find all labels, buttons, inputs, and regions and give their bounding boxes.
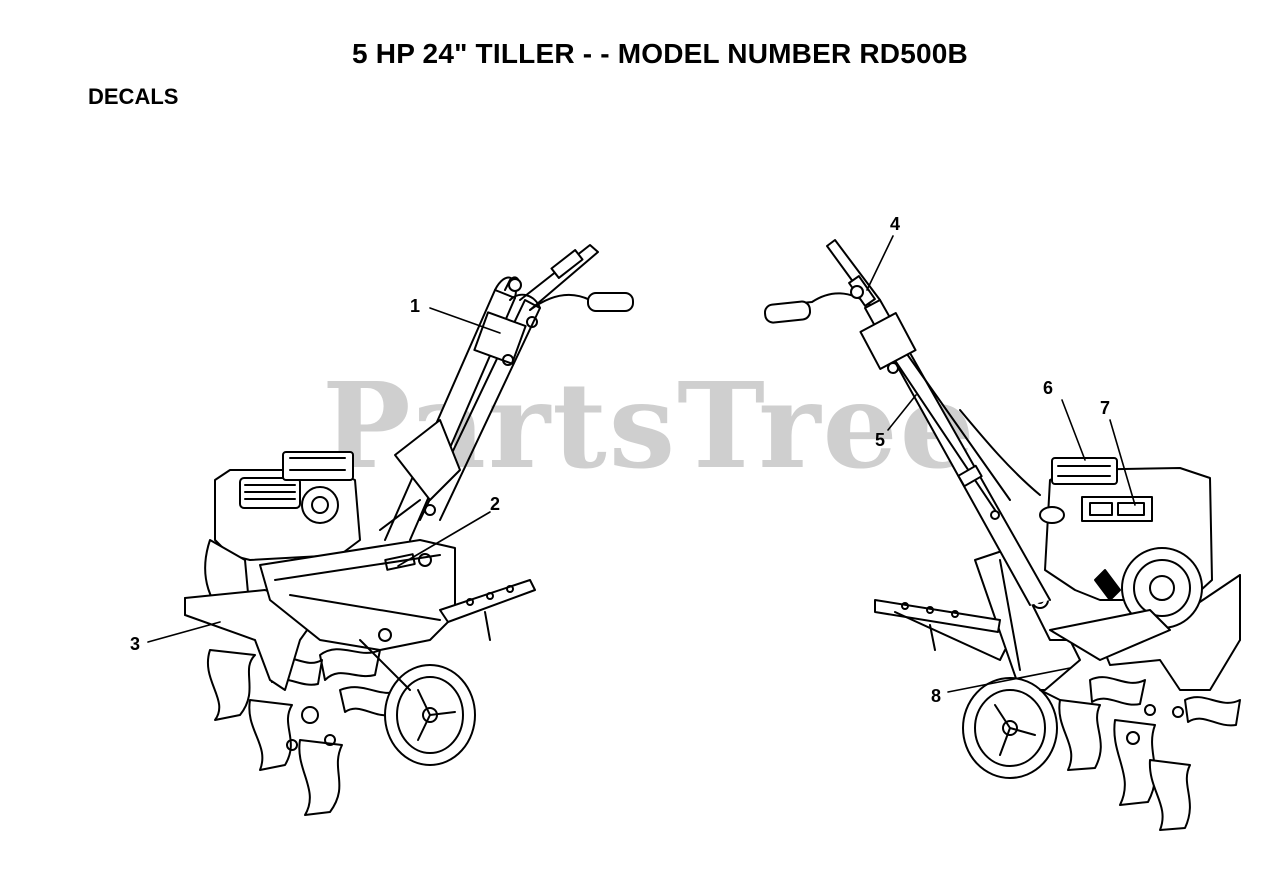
right-tiller-illustration (763, 239, 1241, 831)
callout-1: 1 (410, 296, 421, 316)
page-title: 5 HP 24" TILLER - - MODEL NUMBER RD500B (352, 38, 968, 69)
callout-4: 4 (890, 214, 901, 234)
callout-leader-lines (147, 235, 1136, 693)
section-heading: DECALS (88, 84, 179, 109)
callout-2: 2 (490, 494, 501, 514)
left-tiller-illustration (184, 244, 634, 816)
callout-3: 3 (130, 634, 141, 654)
callout-7: 7 (1100, 398, 1111, 418)
callout-8: 8 (931, 686, 942, 706)
callout-6: 6 (1043, 378, 1054, 398)
callout-5: 5 (875, 430, 886, 450)
